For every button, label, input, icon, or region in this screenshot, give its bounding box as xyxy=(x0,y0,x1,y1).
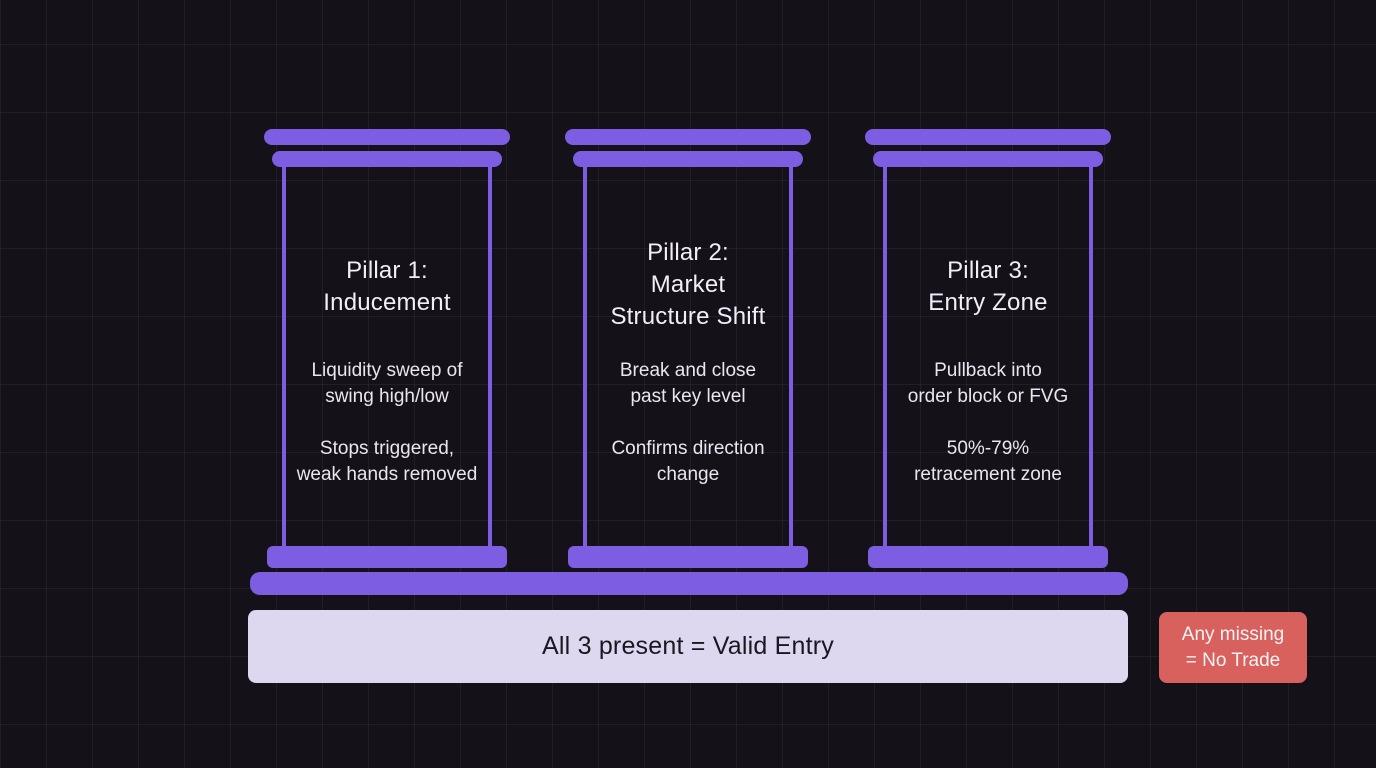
pillar-3-point-2: 50%-79% retracement zone xyxy=(914,438,1062,485)
no-trade-badge: Any missing = No Trade xyxy=(1159,612,1307,683)
pillar-3-top-cap-outer xyxy=(865,129,1111,145)
pillar-1-body: Pillar 1: Inducement Liquidity sweep of … xyxy=(282,167,492,548)
pillar-2-point-1: Break and close past key level xyxy=(619,360,757,407)
pillar-1-point-1: Liquidity sweep of swing high/low xyxy=(311,360,463,407)
base-platform-bar xyxy=(250,572,1128,595)
pillar-3-top-cap-inner xyxy=(873,151,1103,167)
valid-entry-banner: All 3 present = Valid Entry xyxy=(248,610,1128,683)
pillar-1-top-cap-inner xyxy=(272,151,502,167)
pillar-3-body: Pillar 3: Entry Zone Pullback into order… xyxy=(883,167,1093,548)
pillar-1-title: Pillar 1: Inducement xyxy=(323,257,451,316)
pillar-3: Pillar 3: Entry Zone Pullback into order… xyxy=(865,129,1111,568)
pillar-2: Pillar 2: Market Structure Shift Break a… xyxy=(565,129,811,568)
pillar-1: Pillar 1: Inducement Liquidity sweep of … xyxy=(264,129,510,568)
pillar-3-point-1: Pullback into order block or FVG xyxy=(907,360,1069,407)
pillar-2-point-2: Confirms direction change xyxy=(611,438,765,485)
pillar-1-base-cap xyxy=(267,546,507,568)
pillar-2-title: Pillar 2: Market Structure Shift xyxy=(610,239,766,330)
pillar-1-top-cap-outer xyxy=(264,129,510,145)
pillar-2-body: Pillar 2: Market Structure Shift Break a… xyxy=(583,167,793,548)
pillar-3-title: Pillar 3: Entry Zone xyxy=(928,257,1048,316)
pillar-2-top-cap-outer xyxy=(565,129,811,145)
pillar-2-top-cap-inner xyxy=(573,151,803,167)
pillar-3-base-cap xyxy=(868,546,1108,568)
pillar-1-point-2: Stops triggered, weak hands removed xyxy=(296,438,478,485)
pillar-2-base-cap xyxy=(568,546,808,568)
